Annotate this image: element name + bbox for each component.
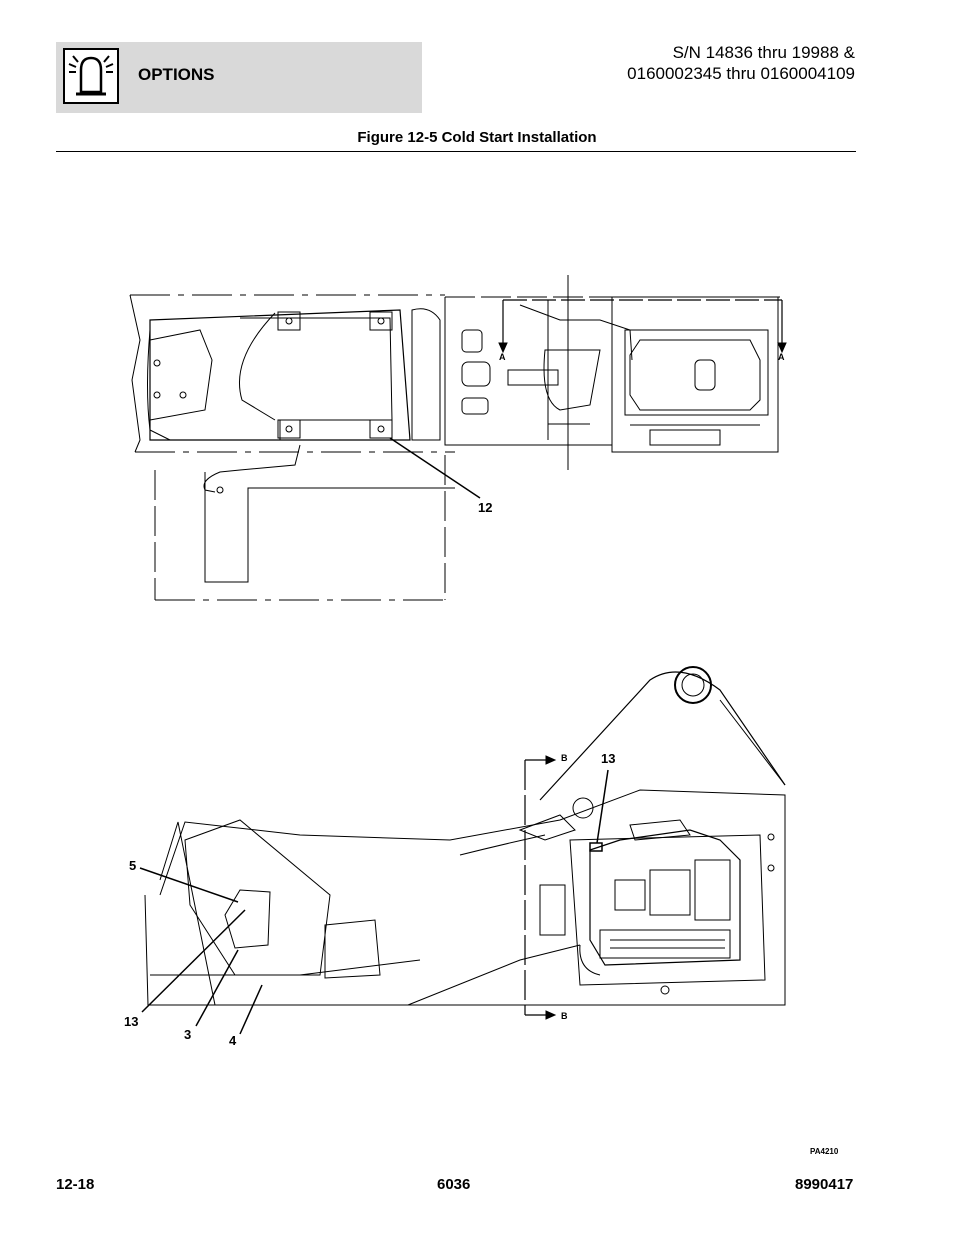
serial-range: S/N 14836 thru 19988 & 0160002345 thru 0… bbox=[627, 42, 855, 84]
callout-5: 5 bbox=[129, 858, 137, 873]
callout-13-left: 13 bbox=[124, 1014, 139, 1029]
manual-number: 8990417 bbox=[795, 1176, 854, 1193]
section-mark-b-top: B bbox=[561, 753, 568, 763]
serial-line-2: 0160002345 thru 0160004109 bbox=[627, 64, 855, 83]
section-mark-b-bottom: B bbox=[561, 1011, 568, 1021]
section-mark-a-right: A bbox=[778, 352, 785, 362]
callout-4: 4 bbox=[229, 1033, 237, 1048]
model-number: 6036 bbox=[437, 1176, 471, 1193]
serial-line-1: S/N 14836 thru 19988 & bbox=[672, 43, 855, 62]
figure-title: Figure 12-5 Cold Start Installation bbox=[357, 129, 597, 146]
section-title: OPTIONS bbox=[138, 65, 215, 84]
callout-13-top: 13 bbox=[601, 751, 616, 766]
callout-12: 12 bbox=[478, 500, 493, 515]
section-header: OPTIONS bbox=[56, 42, 422, 113]
callout-3: 3 bbox=[184, 1027, 192, 1042]
beacon-light-icon bbox=[63, 48, 119, 104]
section-mark-a-left: A bbox=[499, 352, 506, 362]
page-number: 12-18 bbox=[56, 1176, 95, 1193]
header-divider bbox=[56, 151, 856, 152]
art-code: PA4210 bbox=[810, 1147, 839, 1156]
